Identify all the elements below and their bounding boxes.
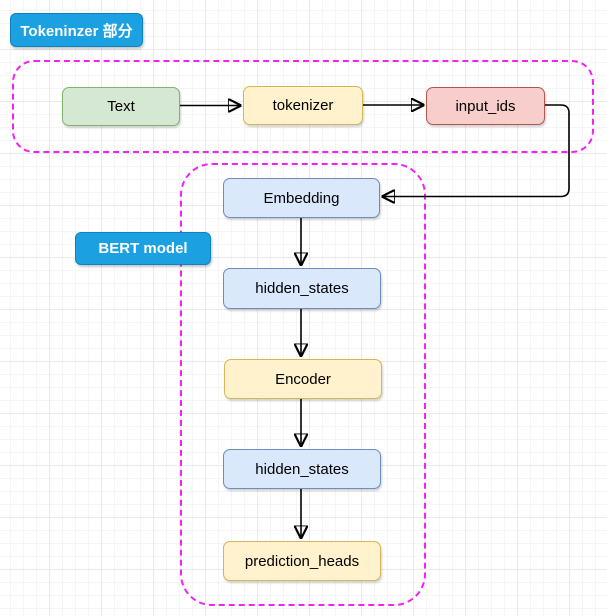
node-hidden-states-1: hidden_states	[223, 268, 381, 309]
bert-model-label: BERT model	[75, 232, 211, 265]
node-embedding: Embedding	[223, 178, 380, 218]
node-tokenizer: tokenizer	[243, 86, 363, 125]
bert-section-outline	[180, 163, 426, 606]
node-prediction-heads: prediction_heads	[223, 541, 381, 581]
tokenizer-section-outline	[12, 60, 594, 153]
node-input-ids: input_ids	[426, 87, 545, 125]
tokenizer-section-label: Tokeninzer 部分	[10, 13, 143, 47]
node-hidden-states-2: hidden_states	[223, 449, 381, 489]
node-encoder: Encoder	[224, 359, 382, 399]
node-text: Text	[62, 87, 180, 126]
